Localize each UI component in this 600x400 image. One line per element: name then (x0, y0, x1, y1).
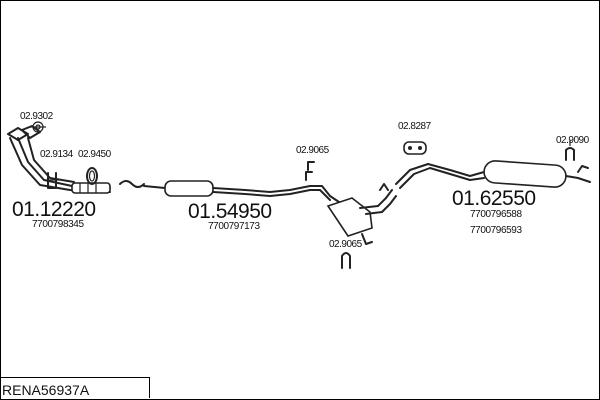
clamp-02-9302-icon (30, 121, 46, 133)
mount-label-m3: 02.9450 (78, 149, 111, 160)
hanger-02-8287-icon (403, 141, 427, 155)
mount-label-m2: 02.9134 (40, 149, 73, 160)
mount-label-m7: 02.9090 (556, 135, 589, 146)
mount-label-m5: 02.9065 (329, 239, 362, 250)
front-downpipe (7, 125, 111, 194)
hanger-02-9065-icon (341, 252, 351, 269)
gasket-02-9134-icon (45, 172, 59, 189)
section-1-part-number: 01.12220 (12, 198, 96, 221)
hanger-02-9090-icon (565, 140, 575, 161)
rear-pipe (395, 160, 591, 189)
mount-label-m6: 02.8287 (398, 121, 431, 132)
section-3-oe-number-1: 7700796588 (470, 209, 522, 220)
reference-code: RENA56937A (2, 382, 90, 398)
section-2-oe-number: 7700797173 (208, 221, 260, 232)
section-3-part-number: 01.62550 (452, 187, 536, 210)
ring-02-9450-icon (86, 167, 98, 185)
middle-rear-box (326, 183, 397, 245)
section-1-oe-number: 7700798345 (32, 219, 84, 230)
mount-label-m4: 02.9065 (296, 145, 329, 156)
reference-box: RENA56937A (0, 377, 150, 398)
section-2-part-number: 01.54950 (188, 200, 272, 223)
middle-pipe (119, 171, 343, 205)
mount-label-m1: 02.9302 (20, 111, 53, 122)
hanger-02-9065-top-icon (307, 161, 315, 171)
section-3-oe-number-2: 7700796593 (470, 225, 522, 236)
